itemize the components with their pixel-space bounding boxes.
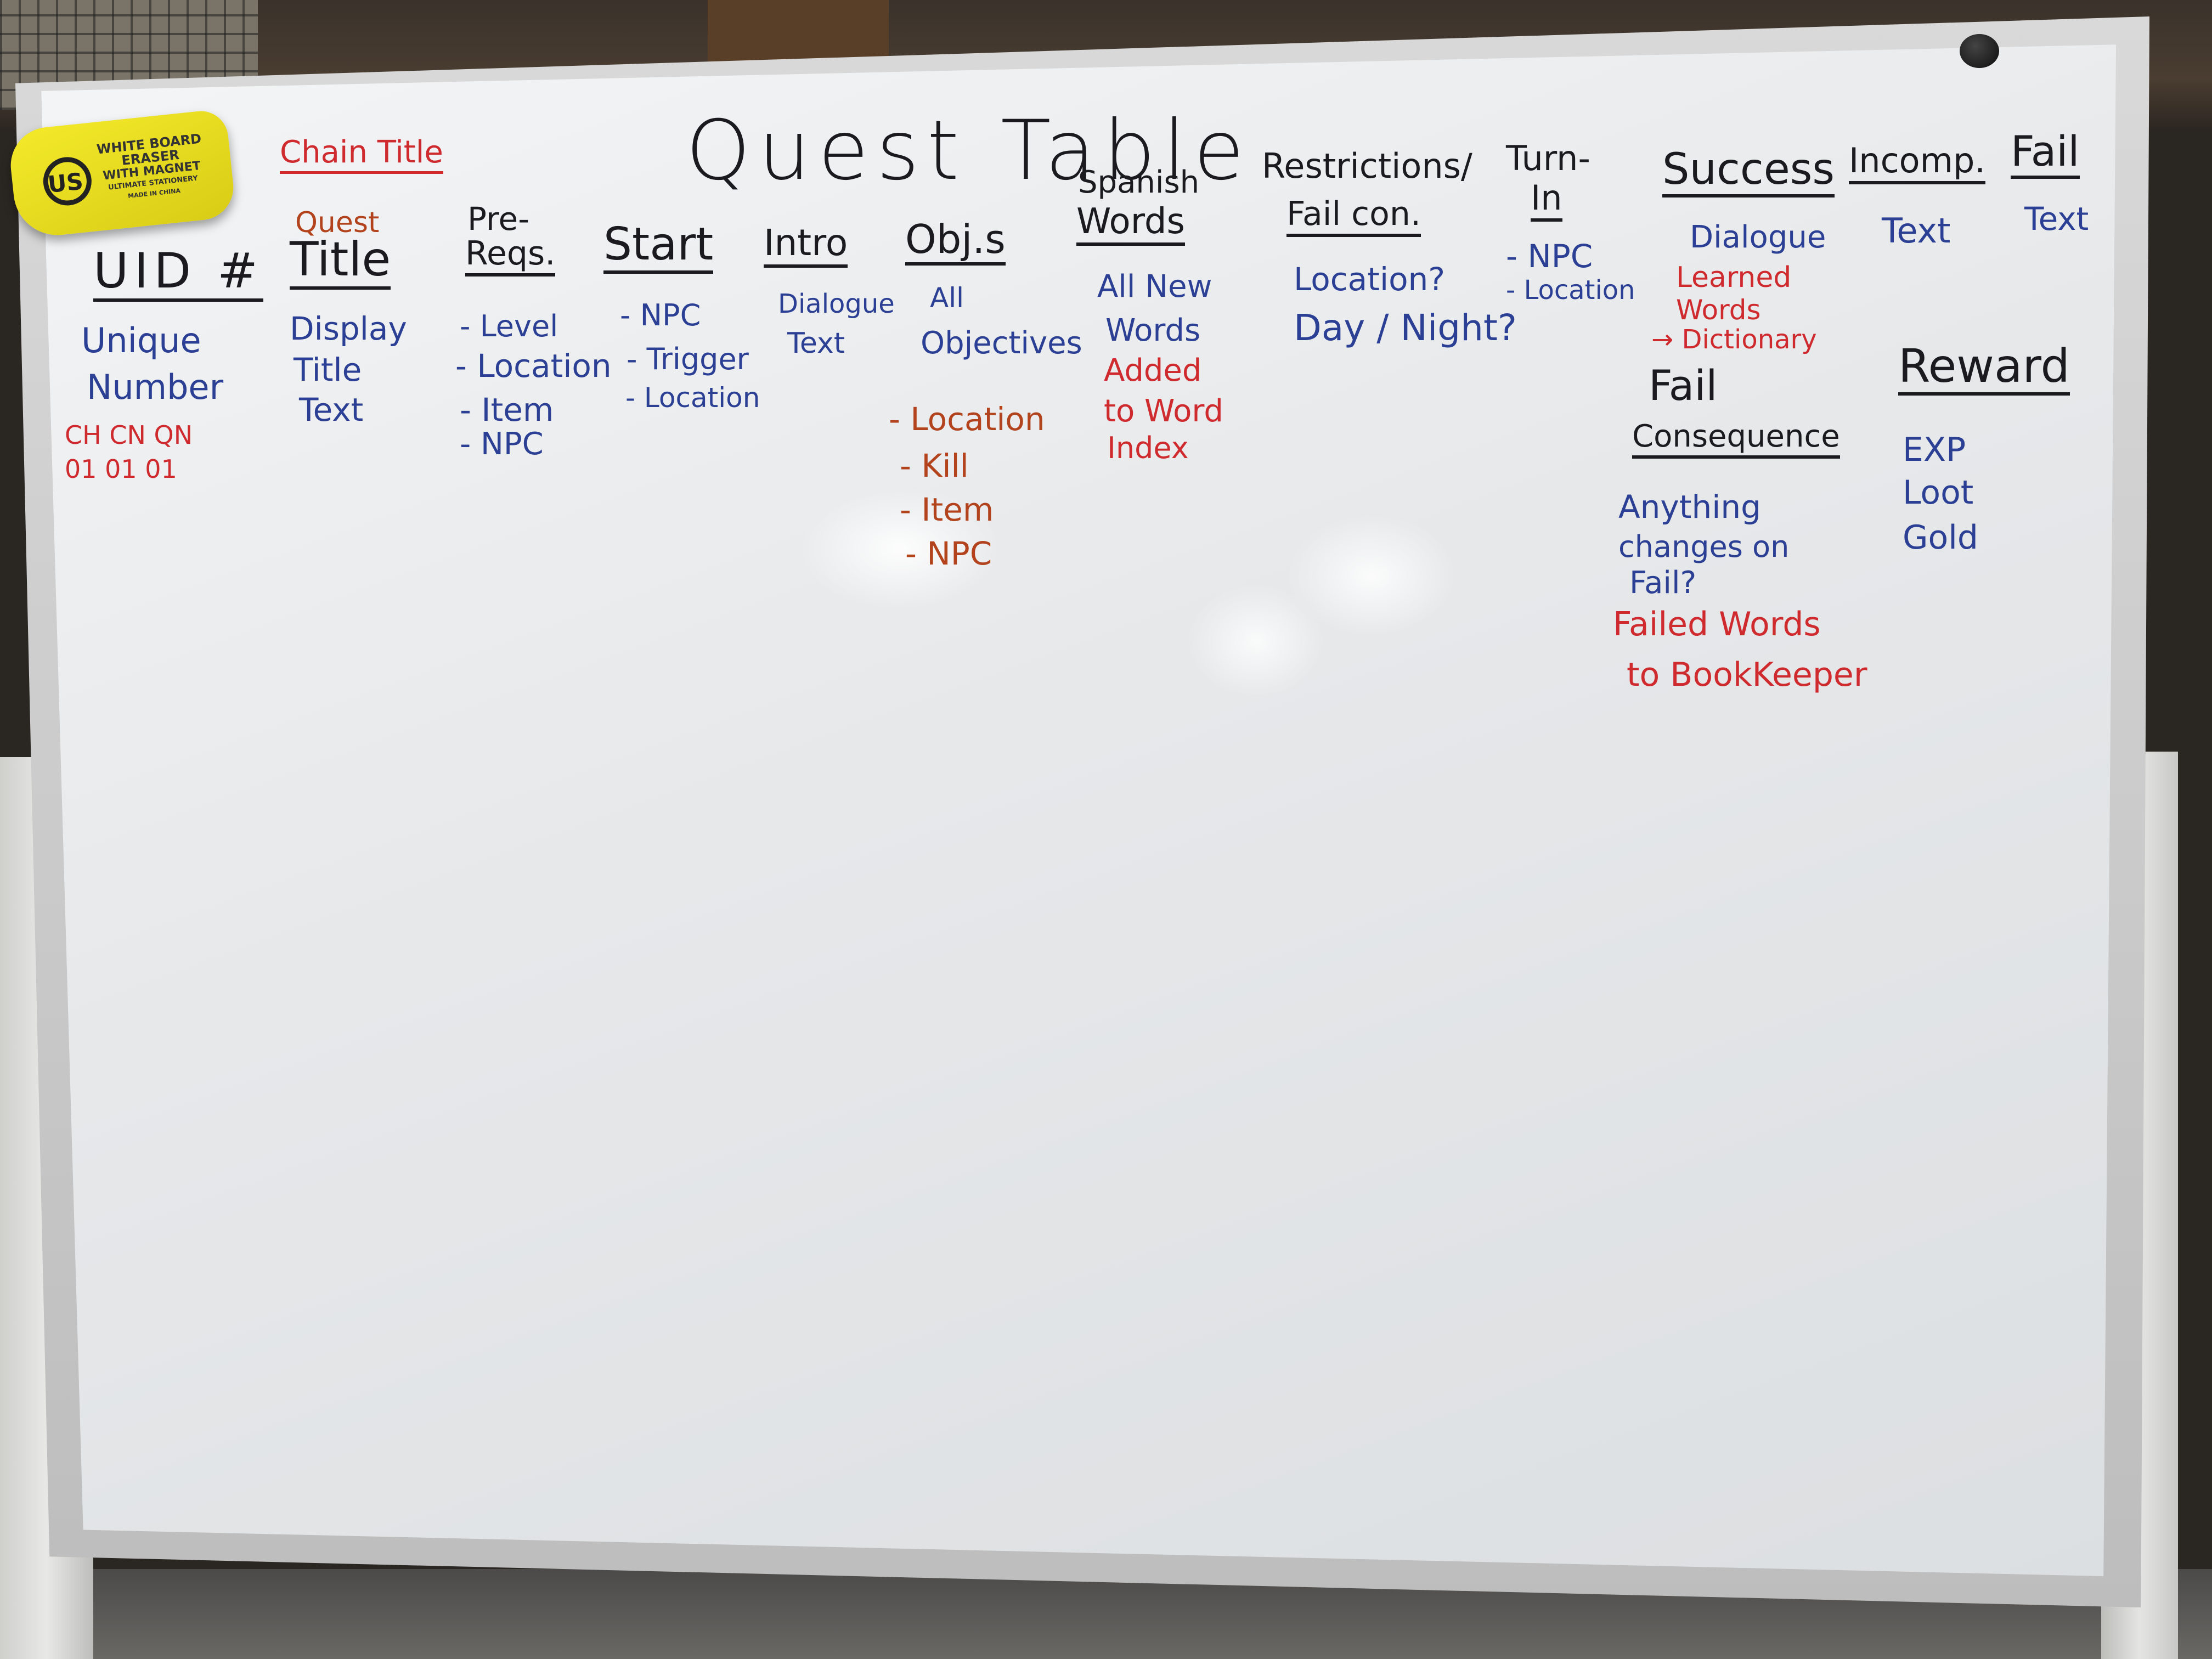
- uid-nums: 01 01 01: [65, 454, 177, 484]
- start-item-1: - NPC: [620, 298, 701, 332]
- header-incomp: Incomp.: [1849, 144, 1986, 184]
- fail-consequence-blue-3: Fail?: [1629, 565, 1697, 601]
- objs-item-2: - Kill: [900, 447, 969, 484]
- restrictions-item-1: Location?: [1294, 261, 1446, 298]
- eraser-logo-text: US: [46, 167, 84, 199]
- header-start: Start: [603, 222, 714, 274]
- success-red-2: Words: [1676, 294, 1761, 326]
- objs-item-4: - NPC: [905, 535, 992, 572]
- header-fail: Fail: [2011, 131, 2080, 179]
- incomp-text: Text: [1882, 211, 1951, 251]
- spanish-blue-1: All New: [1097, 269, 1212, 304]
- header-objs: Obj.s: [905, 219, 1006, 266]
- quest-title-item-3: Text: [299, 391, 364, 428]
- uid-line2: Number: [87, 367, 224, 407]
- intro-item-2: Text: [787, 327, 845, 360]
- header-uid: UID #: [93, 247, 263, 302]
- reward-item-3: Gold: [1903, 518, 1978, 557]
- reward-item-2: Loot: [1903, 473, 1974, 512]
- whiteboard-eraser[interactable]: US WHITE BOARD ERASER WITH MAGNET ULTIMA…: [7, 108, 237, 240]
- reward-header: Reward: [1898, 343, 2070, 396]
- prereqs-item-3: - Item: [460, 391, 554, 428]
- whiteboard-surface: [41, 44, 2117, 1577]
- header-quest-small: Quest: [295, 206, 380, 239]
- fail-consequence-red-2: to BookKeeper: [1627, 656, 1867, 694]
- turnin-item-1: - NPC: [1506, 238, 1593, 275]
- success-blue: Dialogue: [1690, 219, 1826, 255]
- start-item-3: - Location: [625, 382, 760, 414]
- header-prereqs-line1: Pre-: [467, 200, 530, 238]
- intro-item-1: Dialogue: [778, 289, 895, 319]
- uid-codes: CH CN QN: [65, 420, 193, 450]
- chain-title-label: Chain Title: [280, 137, 443, 174]
- spanish-red-3: Index: [1107, 431, 1189, 465]
- prereqs-item-1: - Level: [460, 309, 558, 343]
- header-intro: Intro: [764, 225, 848, 268]
- quest-title-item-2: Title: [294, 351, 362, 388]
- fail-consequence-header-line1: Fail: [1649, 361, 1718, 410]
- success-red-1: Learned: [1676, 261, 1792, 294]
- objs-item-3: - Item: [900, 491, 994, 528]
- reward-item-1: EXP: [1903, 431, 1966, 469]
- spanish-red-1: Added: [1104, 353, 1202, 388]
- header-spanish-line1: Spanish: [1078, 165, 1200, 200]
- turnin-item-2: - Location: [1506, 275, 1635, 306]
- prereqs-item-2: - Location: [455, 347, 612, 385]
- fail-consequence-blue-2: changes on: [1618, 529, 1790, 564]
- magnet-icon: [1960, 34, 1999, 68]
- prereqs-item-4: - NPC: [460, 426, 544, 462]
- objs-blue-1: All: [930, 282, 964, 314]
- fail-consequence-header-line2: Consequence: [1632, 421, 1840, 459]
- objs-blue-2: Objectives: [921, 325, 1082, 361]
- success-red-3: → Dictionary: [1651, 324, 1817, 355]
- uid-line1: Unique: [81, 320, 201, 360]
- spanish-red-2: to Word: [1104, 393, 1223, 429]
- fail-consequence-red-1: Failed Words: [1613, 605, 1821, 644]
- fail-text: Text: [2024, 200, 2089, 238]
- header-turnin-line2: In: [1531, 181, 1562, 222]
- quest-title-item-1: Display: [290, 310, 407, 347]
- header-success: Success: [1662, 148, 1835, 198]
- header-restrictions-line2: Fail con.: [1286, 198, 1421, 237]
- objs-item-1: - Location: [889, 400, 1045, 438]
- header-quest-title: Title: [290, 236, 391, 290]
- header-restrictions-line1: Restrictions/: [1262, 146, 1472, 186]
- spanish-blue-2: Words: [1105, 313, 1201, 348]
- header-turnin-line1: Turn-: [1506, 138, 1590, 178]
- eraser-brand: WHITE BOARD ERASER WITH MAGNET ULTIMATE …: [91, 131, 212, 203]
- start-item-2: - Trigger: [627, 342, 749, 376]
- header-prereqs-line2: Reqs.: [465, 237, 556, 276]
- fail-consequence-blue-1: Anything: [1618, 488, 1761, 526]
- restrictions-item-2: Day / Night?: [1294, 307, 1517, 349]
- board-title: Quest Table: [686, 103, 1252, 199]
- header-spanish-line2: Words: [1076, 204, 1185, 246]
